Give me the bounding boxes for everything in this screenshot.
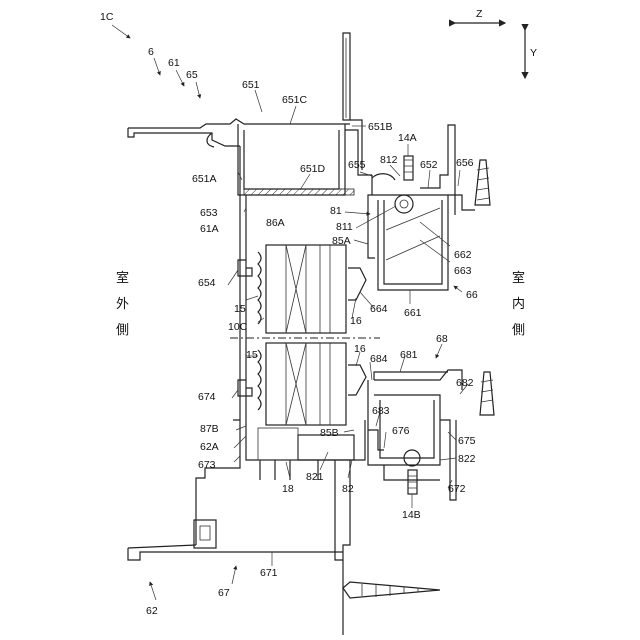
label-651: 651 [242,79,260,91]
upper-indoor-frame-66 [368,125,490,290]
label-15-lower: 15 [246,349,258,361]
label-10C: 10C [228,321,248,333]
label-674: 674 [198,391,216,403]
reference-labels: 1C Z Y 6 61 65 651 651C 651B 14A 651A 65… [100,8,537,617]
label-62: 62 [146,605,158,617]
label-86A: 86A [266,217,285,229]
label-651B: 651B [368,121,393,133]
indoor-side-label: 室 内 側 [512,270,525,338]
indoor-char-1: 室 [512,270,525,286]
label-684: 684 [370,353,388,365]
label-654: 654 [198,277,216,289]
label-656: 656 [456,157,474,169]
label-673: 673 [198,459,216,471]
label-81: 81 [330,205,342,217]
axis-y-label: Y [530,47,537,59]
sill-frame-profile [128,380,440,635]
label-662: 662 [454,249,472,261]
label-14B: 14B [402,509,421,521]
label-1C: 1C [100,11,114,23]
label-822: 822 [458,453,476,465]
label-675: 675 [458,435,476,447]
outdoor-char-2: 外 [116,297,129,312]
label-653: 653 [200,207,218,219]
label-672: 672 [448,483,466,495]
axis-z-label: Z [476,8,483,20]
label-6: 6 [148,46,154,58]
label-651C: 651C [282,94,308,106]
label-14A: 14A [398,132,417,144]
label-812: 812 [380,154,398,166]
outdoor-char-1: 室 [116,270,129,286]
label-18: 18 [282,483,294,495]
label-85B: 85B [320,427,339,439]
label-663: 663 [454,265,472,277]
label-61A: 61A [200,223,219,235]
label-676: 676 [392,425,410,437]
label-61: 61 [168,57,180,69]
indoor-char-3: 側 [512,323,525,338]
outdoor-side-label: 室 外 側 [116,270,129,338]
label-651D: 651D [300,163,326,175]
label-62A: 62A [200,441,219,453]
label-82: 82 [342,483,354,495]
label-664: 664 [370,303,388,315]
label-655: 655 [348,159,366,171]
label-811: 811 [336,221,353,233]
label-16-lower: 16 [354,343,366,355]
label-65: 65 [186,69,198,81]
label-15-upper: 15 [234,303,246,315]
label-68: 68 [436,333,448,345]
label-661: 661 [404,307,422,319]
label-681: 681 [400,349,418,361]
outdoor-char-3: 側 [116,323,129,338]
label-85A: 85A [332,235,351,247]
label-66: 66 [466,289,478,301]
label-67: 67 [218,587,230,599]
indoor-char-2: 内 [512,296,525,312]
label-16-upper: 16 [350,315,362,327]
label-87B: 87B [200,423,219,435]
label-682: 682 [456,377,474,389]
label-651A: 651A [192,173,217,185]
label-652: 652 [420,159,438,171]
direction-arrows [455,23,525,78]
label-671: 671 [260,567,278,579]
label-821: 821 [306,471,324,483]
label-683: 683 [372,405,390,417]
